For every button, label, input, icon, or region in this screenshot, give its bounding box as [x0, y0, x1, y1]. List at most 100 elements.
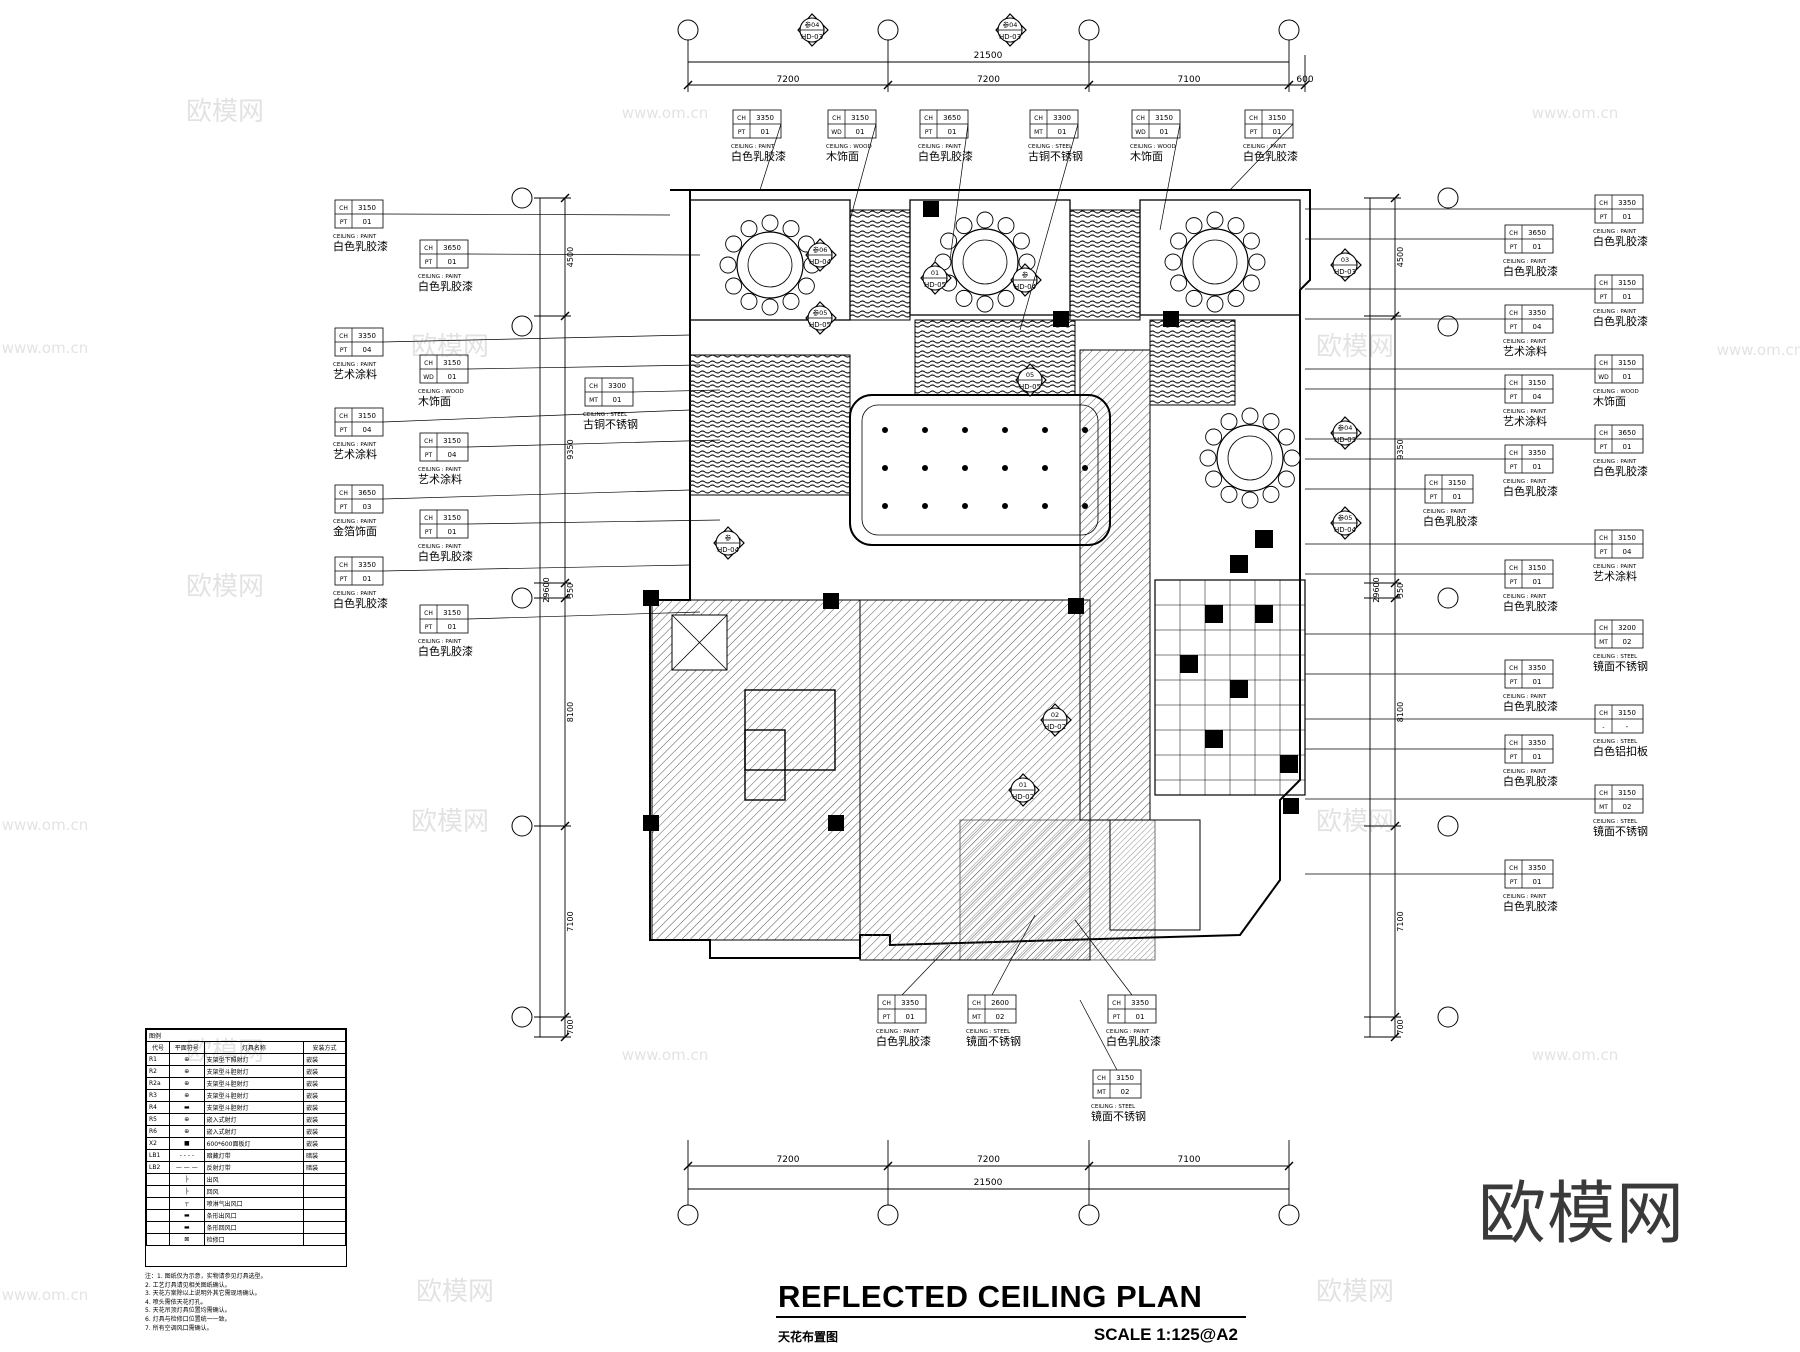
- tag-ceiling-height: 3650: [1618, 429, 1636, 437]
- legend-title-row: 图例: [146, 1029, 346, 1042]
- tag-ceiling-type: CEILING : WOOD: [826, 144, 872, 150]
- dimension-tick: [560, 1032, 570, 1042]
- dimension-tick: [560, 578, 570, 588]
- tag-material-number: 01: [1533, 243, 1542, 251]
- watermark-text: 欧模网: [411, 332, 489, 362]
- legend-row: R1⊕支架型下照射灯嵌装: [145, 1053, 346, 1066]
- tag-ceiling-height: 3150: [1448, 479, 1466, 487]
- top-section-marker-sheet: HD-03: [999, 33, 1021, 41]
- dimension-value: 7100: [566, 911, 575, 931]
- legend-header-row: 代号 平面符号 灯具名称 安装方式: [145, 1041, 346, 1054]
- tag-code: CH: [424, 438, 433, 445]
- tag-material-name: 白色乳胶漆: [1593, 464, 1648, 478]
- legend-row: R5⊕嵌入式射灯嵌装: [145, 1113, 346, 1126]
- tag-ceiling-height: 3350: [1528, 449, 1546, 457]
- lazy-susan: [1192, 239, 1238, 285]
- tag-material-code: PT: [1600, 214, 1608, 221]
- legend-code: R6: [145, 1125, 171, 1138]
- tag-material-number: 02: [996, 1013, 1005, 1021]
- tag-material-number: 04: [1533, 323, 1542, 331]
- chair: [1262, 485, 1280, 503]
- tag-material-name: 艺术涂料: [333, 367, 377, 381]
- structural-column: [1053, 311, 1069, 327]
- tag-material-name: 金箔饰面: [333, 524, 377, 538]
- tag-material-code: PT: [1600, 549, 1608, 556]
- dimension-value: 550: [1396, 583, 1405, 598]
- dimension-tick: [560, 1012, 570, 1022]
- tag-ceiling-height: 3150: [1116, 1074, 1134, 1082]
- legend-symbol: ■: [169, 1137, 205, 1150]
- leader-line: [949, 123, 969, 261]
- tag-ceiling-height: 3350: [358, 332, 376, 340]
- tag-material-name: 白色乳胶漆: [1503, 484, 1558, 498]
- tag-ceiling-type: CEILING : PAINT: [1423, 509, 1467, 515]
- legend-row: R2⊕支架型斗胆射灯嵌装: [145, 1065, 346, 1078]
- tag-code: CH: [972, 1000, 981, 1007]
- legend-fixture-name: 回风: [203, 1185, 305, 1198]
- tag-code: CH: [1509, 740, 1518, 747]
- black-tile: [1205, 605, 1223, 623]
- tag-material-code: PT: [1510, 754, 1518, 761]
- legend-row: LB1- - - -暗藏灯带暗装: [145, 1149, 346, 1162]
- tag-material-number: 02: [1623, 803, 1632, 811]
- legend-row: ├回风: [145, 1185, 346, 1198]
- leader-line: [632, 389, 721, 393]
- tag-ceiling-type: CEILING : PAINT: [1593, 309, 1637, 315]
- wood-ceiling: [849, 209, 911, 321]
- hatched-room: [959, 819, 1156, 961]
- corridor: [1079, 349, 1151, 821]
- wood-ceiling: [1149, 319, 1236, 406]
- leader-line: [467, 519, 721, 525]
- tag-ceiling-height: 3200: [1618, 624, 1636, 632]
- chair: [940, 232, 958, 250]
- dimension-tick: [1390, 1032, 1400, 1042]
- legend-row: R4▬支架型斗胆射灯嵌装: [145, 1101, 346, 1114]
- tag-ceiling-type: CEILING : PAINT: [1503, 479, 1547, 485]
- tag-code: CH: [832, 115, 841, 122]
- tag-material-code: MT: [1034, 129, 1043, 136]
- legend-fixture-name: 出风: [203, 1173, 305, 1186]
- tag-ceiling-type: CEILING : STEEL: [1028, 144, 1073, 150]
- grid-bubble: [677, 1204, 699, 1226]
- legend-install: 暗装: [303, 1161, 346, 1174]
- tag-material-name: 白色乳胶漆: [418, 644, 473, 658]
- tag-material-number: 01: [906, 1013, 915, 1021]
- tag-ceiling-height: 3150: [443, 359, 461, 367]
- plan-section-marker-sheet: HD-02: [1044, 723, 1066, 731]
- tag-ceiling-type: CEILING : STEEL: [1593, 654, 1638, 660]
- dimension-value: 7100: [1178, 1155, 1201, 1165]
- tag-material-number: 04: [448, 451, 457, 459]
- dimension-tick: [883, 80, 893, 90]
- watermark-url: www.om.cn: [2, 816, 89, 834]
- legend-symbol: ⊕: [169, 1125, 205, 1138]
- tag-ceiling-height: 3350: [901, 999, 919, 1007]
- tag-ceiling-height: 3150: [851, 114, 869, 122]
- tag-material-code: PT: [925, 129, 933, 136]
- tag-ceiling-type: CEILING : PAINT: [1593, 459, 1637, 465]
- tag-ceiling-height: 3150: [1618, 709, 1636, 717]
- legend-fixture-name: 支架型斗胆射灯: [203, 1065, 305, 1078]
- plan-section-marker-sheet: HD-05: [924, 281, 946, 289]
- elevator-cross: [671, 614, 728, 671]
- legend-code: LB2: [145, 1161, 171, 1174]
- chair: [782, 292, 800, 310]
- legend-code: R3: [145, 1089, 171, 1102]
- grid-bubble: [511, 815, 533, 837]
- legend-symbol: ▬: [169, 1221, 205, 1234]
- tag-material-code: PT: [1510, 394, 1518, 401]
- legend-fixture-name: 嵌入式射灯: [203, 1113, 305, 1126]
- tag-ceiling-height: 3150: [1618, 534, 1636, 542]
- tag-material-code: PT: [340, 427, 348, 434]
- tag-ceiling-height: 3150: [1618, 279, 1636, 287]
- drawing-notes: 注：1. 图纸仅为示意，实物请参见灯具选型。2. 工艺灯具请见相关图纸确认。3.…: [145, 1273, 345, 1333]
- tag-material-number: 01: [1623, 293, 1632, 301]
- leader-line: [1229, 123, 1294, 191]
- tag-code: CH: [882, 1000, 891, 1007]
- tag-ceiling-type: CEILING : PAINT: [333, 442, 377, 448]
- tag-material-number: 01: [1273, 128, 1282, 136]
- tag-ceiling-height: 3650: [443, 244, 461, 252]
